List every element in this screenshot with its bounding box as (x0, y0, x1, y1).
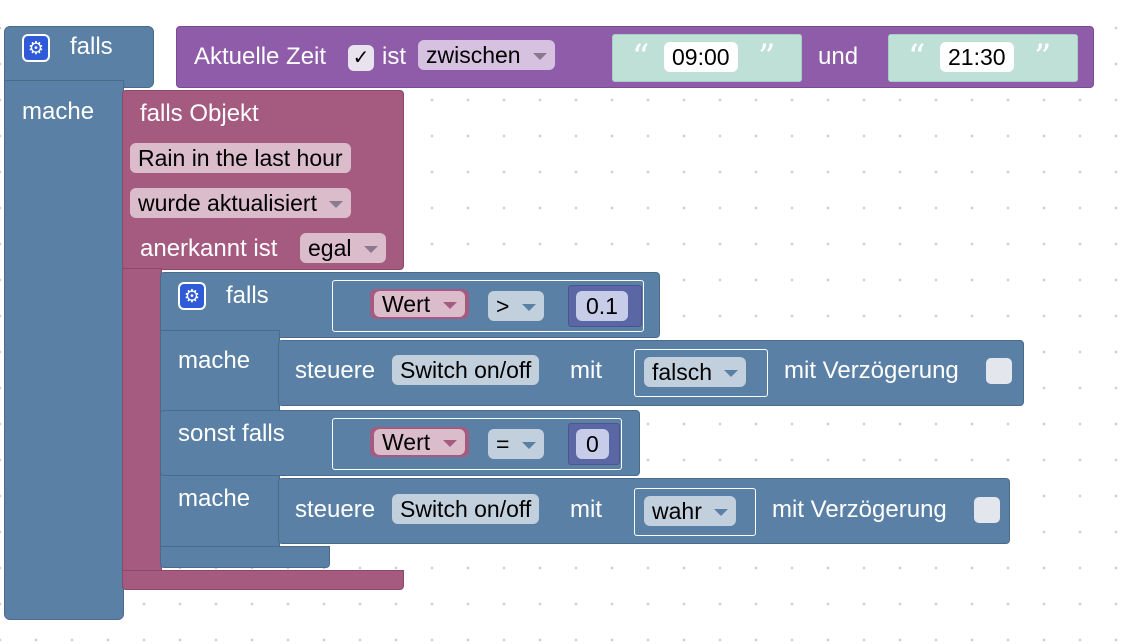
time-mode-value: zwischen (426, 42, 521, 68)
start-open-quote: “ (632, 37, 650, 77)
action2-delay-label: mit Verzögerung (772, 496, 947, 523)
trigger-title: falls Objekt (140, 100, 259, 127)
cond1-operator-value: > (496, 293, 510, 319)
start-close-quote: ” (758, 37, 776, 77)
chevron-down-icon (442, 302, 457, 310)
action1-target-selector[interactable]: Switch on/off (392, 355, 540, 385)
trigger-object-selector[interactable]: Rain in the last hour (130, 143, 351, 173)
cond2-operator-dropdown[interactable]: = (488, 429, 544, 459)
cond2-operator-value: = (496, 431, 510, 457)
time-is-label: ist (382, 43, 406, 70)
trigger-spine (122, 268, 162, 588)
inner-do-label: mache (178, 347, 251, 374)
trigger-ack-dropdown[interactable]: egal (300, 233, 386, 263)
trigger-ack-label: anerkannt ist (140, 235, 278, 262)
end-time-input[interactable]: 21:30 (940, 42, 1014, 72)
outer-if-spine (4, 80, 124, 620)
outer-if-label: falls (70, 33, 113, 60)
cond2-left-dropdown[interactable]: Wert (374, 429, 465, 455)
cond2-number-input[interactable]: 0 (576, 429, 609, 459)
time-checkbox[interactable]: ✓ (348, 45, 374, 71)
action1-value-dropdown[interactable]: falsch (644, 357, 747, 387)
cond1-left-block[interactable]: Wert (370, 289, 469, 319)
chevron-down-icon (714, 509, 729, 517)
cond1-operator-dropdown[interactable]: > (488, 291, 544, 321)
cond1-number-input[interactable]: 0.1 (576, 291, 628, 321)
trigger-event-dropdown[interactable]: wurde aktualisiert (130, 188, 352, 218)
action2-with-label: mit (570, 496, 602, 523)
trigger-ack-value: egal (308, 235, 352, 261)
action1-prefix: steuere (295, 357, 376, 384)
action2-prefix: steuere (295, 496, 376, 523)
action2-value: wahr (652, 498, 702, 524)
cond1-left-value: Wert (382, 291, 431, 317)
chevron-down-icon (521, 442, 536, 450)
cond1-left-dropdown[interactable]: Wert (374, 291, 465, 317)
outer-do-label: mache (22, 98, 95, 125)
start-time-input[interactable]: 09:00 (664, 42, 738, 72)
chevron-down-icon (521, 304, 536, 312)
chevron-down-icon (533, 53, 547, 61)
action1-value: falsch (652, 359, 713, 385)
action1-with-label: mit (570, 357, 602, 384)
outer-if-gear-icon[interactable]: ⚙ (22, 34, 50, 62)
cond2-left-value: Wert (382, 429, 431, 455)
trigger-event-value: wurde aktualisiert (138, 190, 317, 216)
action2-value-dropdown[interactable]: wahr (644, 496, 737, 526)
chevron-down-icon (442, 440, 457, 448)
action1-delay-checkbox[interactable] (986, 358, 1012, 384)
inner-if-gear-icon[interactable]: ⚙ (178, 282, 206, 310)
chevron-down-icon (363, 246, 378, 254)
time-mode-dropdown[interactable]: zwischen (418, 40, 555, 70)
action2-target-selector[interactable]: Switch on/off (392, 494, 540, 524)
chevron-down-icon (724, 370, 739, 378)
and-label: und (818, 43, 859, 70)
cond2-left-block[interactable]: Wert (370, 427, 469, 457)
inner-if-label: falls (226, 282, 269, 309)
end-close-quote: ” (1034, 37, 1052, 77)
inner-elseif-label: sonst falls (178, 420, 285, 447)
time-label: Aktuelle Zeit (194, 43, 327, 70)
inner-if-footer (160, 546, 330, 568)
action2-delay-checkbox[interactable] (974, 497, 1000, 523)
end-open-quote: “ (908, 37, 926, 77)
inner-do2-label: mache (178, 485, 251, 512)
trigger-footer (122, 570, 404, 590)
chevron-down-icon (329, 201, 344, 209)
action1-delay-label: mit Verzögerung (784, 357, 959, 384)
